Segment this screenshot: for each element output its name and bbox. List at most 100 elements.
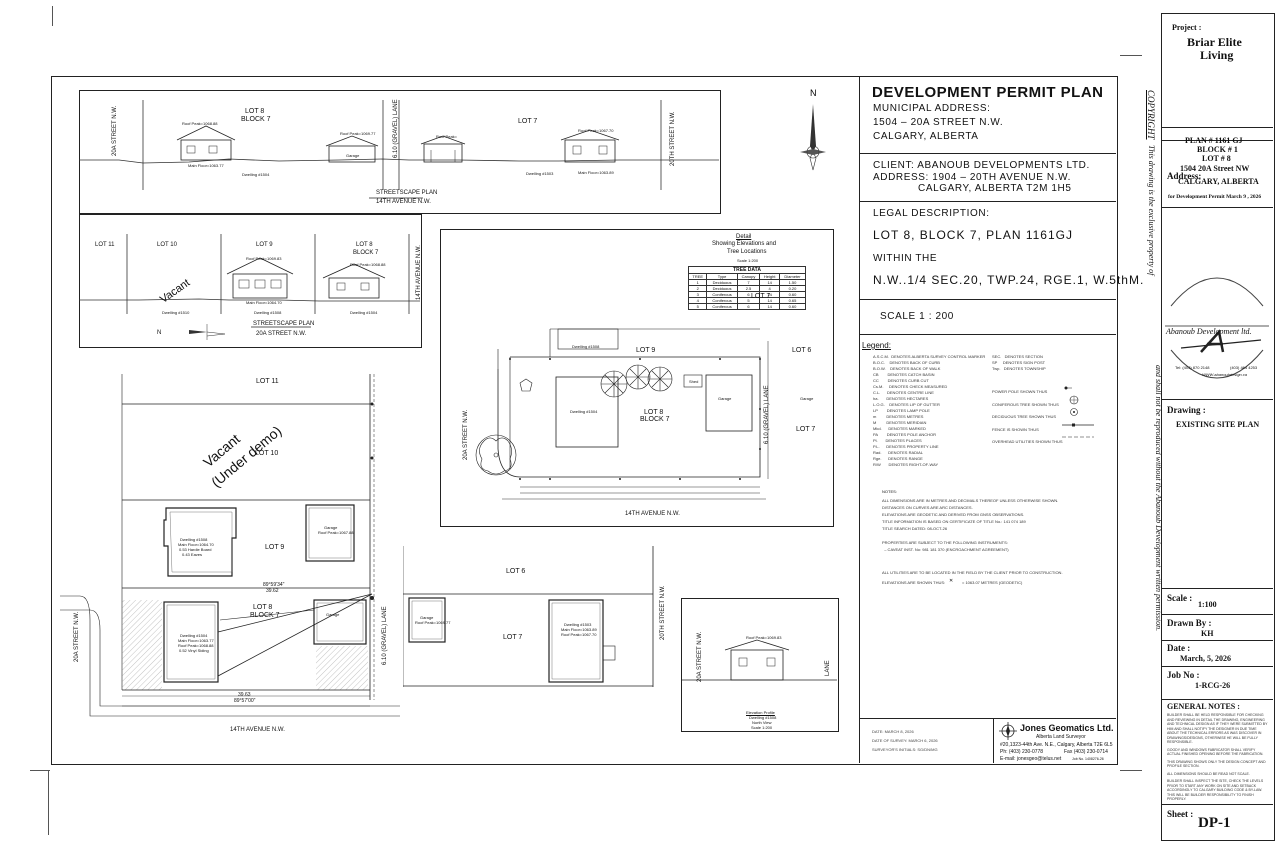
elevation-profile-panel [681, 598, 839, 732]
legend-symbol-label: POWER POLE SHOWN THUS [992, 389, 1048, 394]
streetscape-mid-panel [79, 214, 422, 348]
site-plan-drawing [60, 374, 400, 717]
lot11-label: LOT 11 [95, 242, 115, 248]
lot-number: LOT # 8 [1202, 154, 1231, 163]
garage-label: Garage [346, 153, 360, 158]
garage-elevation [325, 135, 379, 163]
note-line [882, 532, 1058, 539]
general-note-paragraph: BUILDER SHALL INSPECT THE SITE, CHECK TH… [1167, 779, 1264, 801]
sidebar-divider [1161, 127, 1273, 128]
general-note-paragraph: BUILDER SHALL BE HELD RESPONSIBLE FOR CH… [1167, 713, 1268, 744]
dimension-label: 39.63 [238, 692, 251, 698]
street-label-vertical: 20A STREET N.W. [74, 611, 80, 662]
main-floor-label: Main Floor=1063.89 [578, 170, 614, 175]
roof-peak-label: Roof Peak=1068.88 [182, 121, 218, 126]
job-number-label: Job No : [1167, 670, 1200, 680]
svg-text:N: N [810, 88, 817, 98]
municipal-label: MUNICIPAL ADDRESS: [873, 103, 991, 114]
streetscape-title: STREETSCAPE PLAN [376, 190, 438, 196]
dwelling-label: Dwelling #1503 [526, 171, 554, 176]
dwelling-label: Roof Peak=1068.88 [178, 643, 214, 648]
deciduous-trees [475, 378, 533, 476]
sidebar-divider [1161, 588, 1273, 589]
drawn-by-value: KH [1201, 629, 1214, 638]
shed-label: Shed [689, 379, 699, 384]
street-label-vertical: 20TH STREET N.W. [660, 585, 666, 640]
elevation-sub: Scale 1:200 [751, 725, 773, 730]
coniferous-trees [600, 364, 673, 398]
legend-item: SEC. DENOTES SECTION [992, 354, 1043, 359]
notes-label: NOTES: [882, 489, 897, 494]
divider [859, 153, 1116, 154]
logo-web: WWW.abanoubdesign.ca [1202, 372, 1247, 377]
project-label: Project : [1172, 23, 1202, 32]
general-note-paragraph: ALL DIMENSIONS SHOULD BE READ NOT SCALE. [1167, 771, 1250, 776]
streetscape-top-drawing [79, 100, 719, 199]
corner-mark-tr [1120, 55, 1142, 56]
lot6-label: LOT 6 [506, 568, 526, 575]
dwelling-label: Dwelling #1508 [572, 344, 600, 349]
lot9-label: LOT 9 [256, 242, 273, 248]
north-letter: N [157, 330, 162, 336]
legend-title: Legend: [862, 341, 891, 350]
legend-item: Rad. DENOTES RADIAL [873, 450, 924, 455]
elevation-point-icon: ✕ [949, 578, 954, 584]
address-line-1: 1504 20A Street NW [1180, 164, 1250, 173]
lot7-label: LOT 7 [503, 634, 523, 641]
corner-mark-bl2 [48, 770, 49, 835]
date-value: March, 5, 2026 [1180, 654, 1231, 663]
municipal-line-1: 1504 – 20A STREET N.W. [873, 117, 1004, 128]
garage-label: Garage [420, 615, 434, 620]
legend-item: Twp. DENOTES TOWNSHIP [992, 366, 1046, 371]
street-label-vertical: 20TH STREET N.W. [670, 111, 676, 166]
roof-peak-label: Roof Peak=1069.83 [246, 256, 282, 261]
firm-sub: Alberta Land Surveyor [1036, 734, 1086, 740]
note-line: TITLE SEARCH DATED: 08-OCT-26 [882, 526, 948, 531]
firm-logo-icon [999, 722, 1017, 740]
roof-peak-label: Roof Peak=1068.88 [350, 262, 386, 267]
dwelling-label: Dwelling #1510 [162, 310, 190, 315]
note-line: DISTANCES ON CURVES ARE ARC DISTANCES. [882, 505, 973, 510]
garage-label: Garage [718, 396, 732, 401]
house-elevation-1508 [226, 257, 294, 299]
municipal-line-2: CALGARY, ALBERTA [873, 131, 979, 142]
dwelling-label: 0.43 Eaves [182, 552, 203, 557]
street-label-vertical: 20A STREET N.W. [697, 631, 703, 682]
tree-data-title: TREE DATA [688, 266, 806, 273]
sheet-label: Sheet : [1167, 809, 1194, 819]
dwelling-label: Dwelling #1504 [180, 633, 208, 638]
block7-label: BLOCK 7 [640, 416, 670, 423]
block7-label: BLOCK 7 [250, 612, 280, 619]
drawing-frame [51, 76, 1118, 765]
permit-title: DEVELOPMENT PERMIT PLAN [872, 84, 1104, 101]
client-line-1: CLIENT: ABANOUB DEVELOPMENTS LTD. [873, 160, 1090, 171]
date-text: DATE: MARCH 8, 2026 [872, 729, 914, 734]
legend-item: CB DENOTES CATCH BASIN [873, 372, 935, 377]
general-notes-label: GENERAL NOTES : [1167, 702, 1240, 711]
dwelling-label: Dwelling #1503 [564, 622, 592, 627]
lot10-label: LOT 10 [255, 450, 279, 457]
street-label-vertical: 20A STREET N.W. [112, 105, 118, 156]
dimension-label: 89°57'00" [234, 698, 256, 704]
legend-item: ha. DENOTES HECTARES [873, 396, 929, 401]
elevation-title: Elevation Profile [746, 710, 775, 715]
elevation-points [509, 358, 761, 480]
legend-item: Mkd. DENOTES MARKED [873, 426, 926, 431]
avenue-label-vertical: 14TH AVENUE N.W. [416, 245, 422, 300]
dwelling-label: Main Floor=1063.77 [178, 638, 214, 643]
tree-table-cell: 5 [687, 303, 708, 310]
lot7-label: LOT 7 [796, 426, 816, 433]
detail-site-drawing [475, 328, 769, 500]
general-notes-text: BUILDER SHALL BE HELD RESPONSIBLE FOR CH… [1167, 713, 1269, 805]
detail-panel [440, 229, 834, 527]
house-elevation-1503 [560, 129, 620, 163]
firm-name: Jones Geomatics Ltd. [1020, 723, 1114, 733]
sheet-value: DP-1 [1198, 815, 1231, 831]
deciduous-tree-icon [1070, 408, 1078, 416]
house-elevation-1504 [176, 125, 236, 161]
